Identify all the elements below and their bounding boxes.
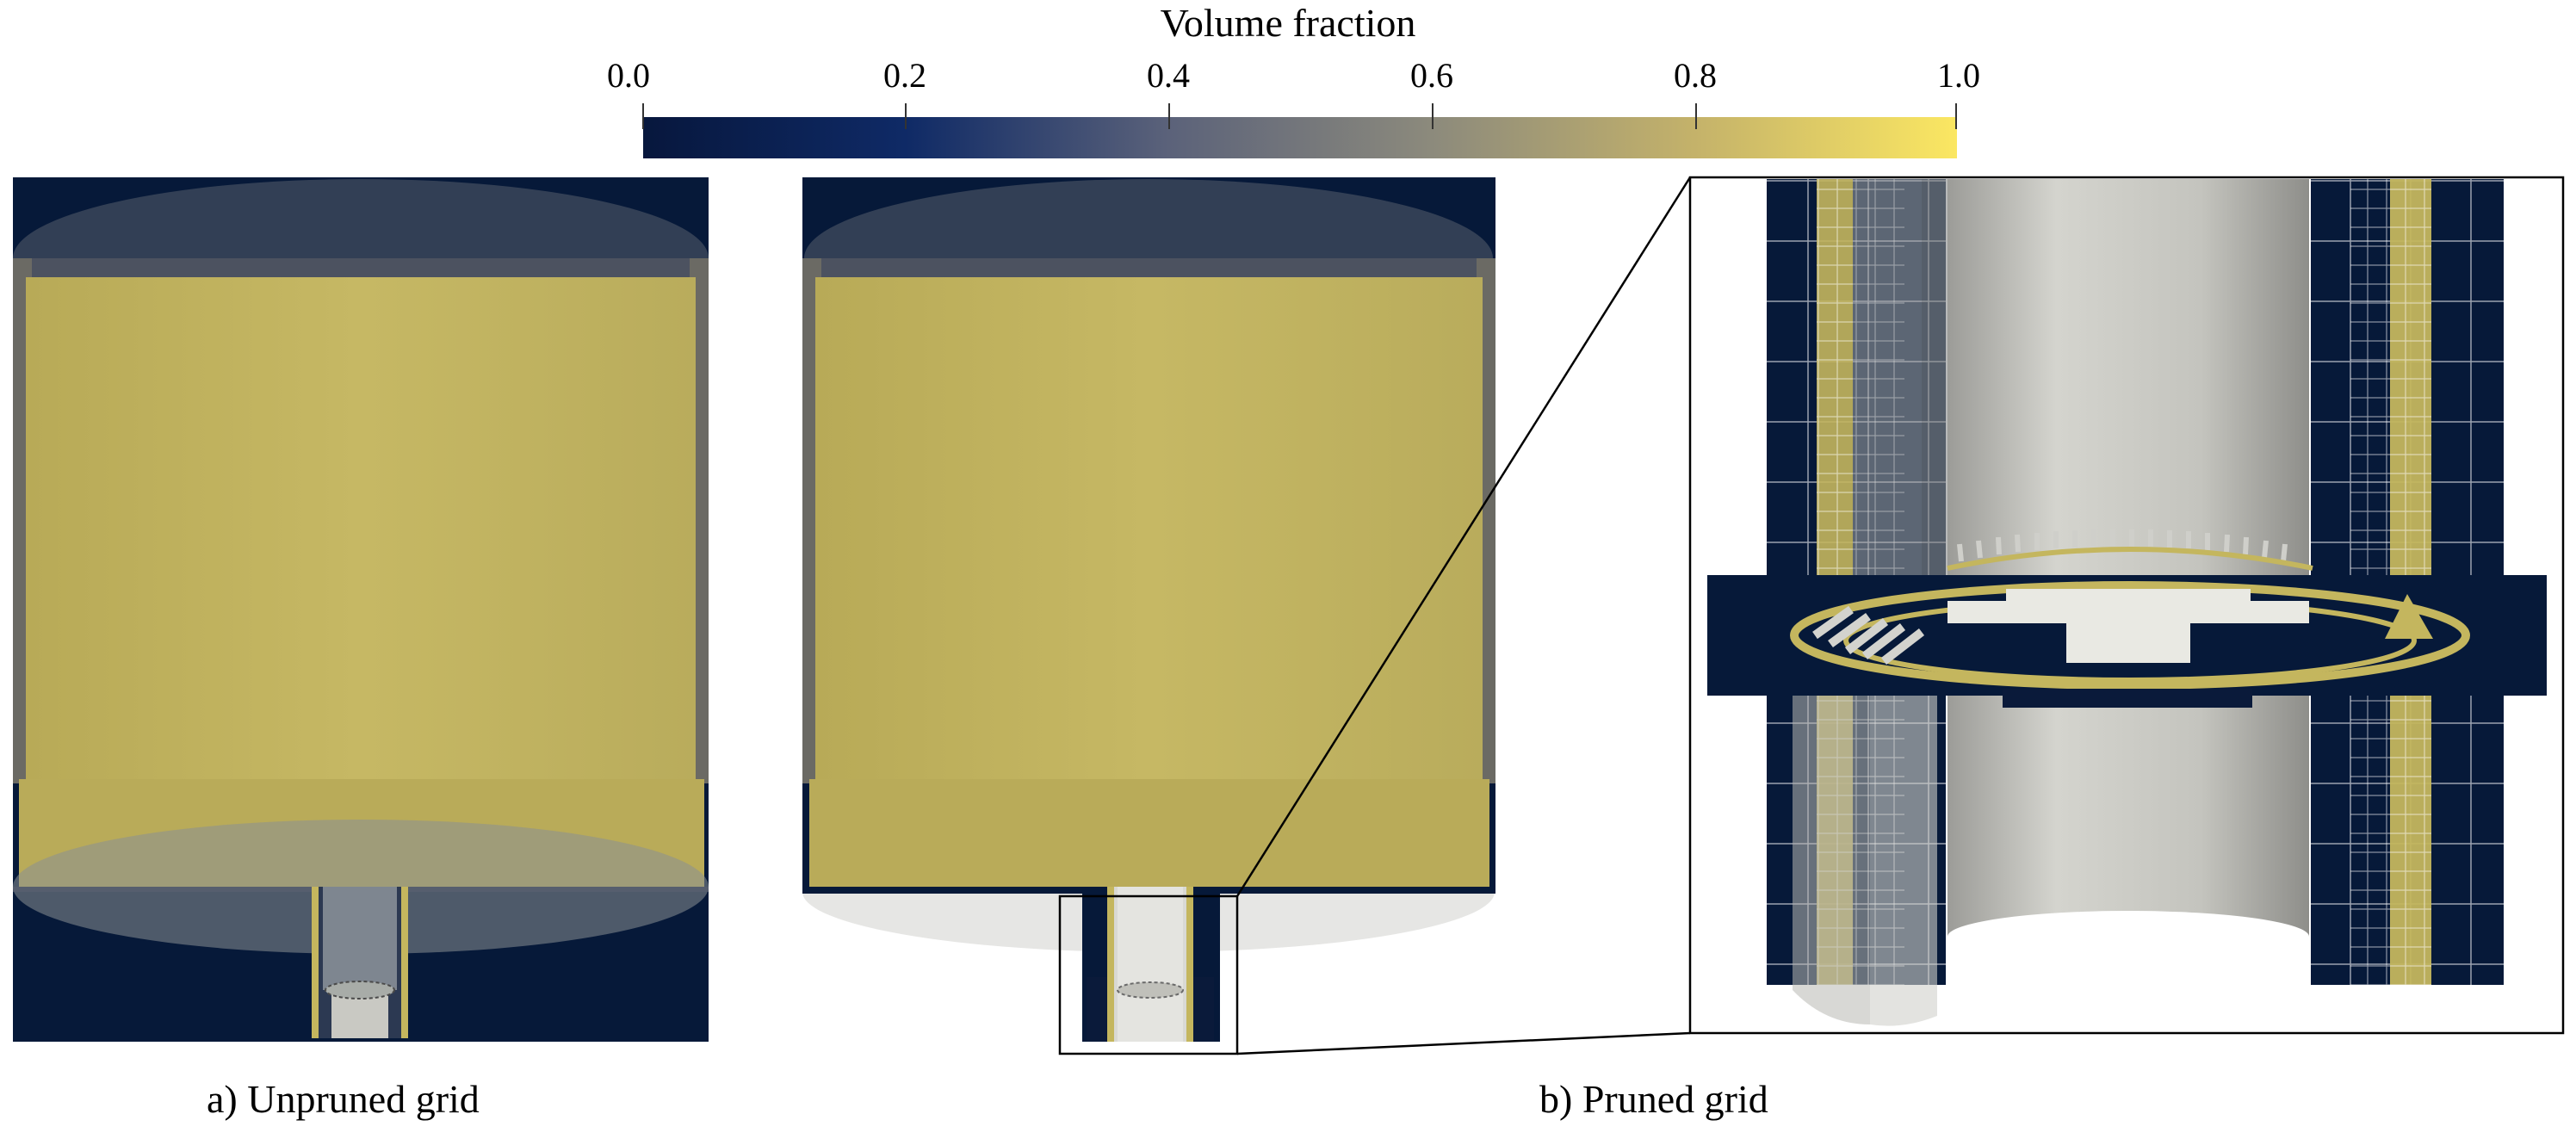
colorbar-tick-label: 0.4: [1147, 56, 1190, 95]
colorbar-tick-label: 1.0: [1937, 56, 1980, 95]
zoom-box: [1058, 894, 1239, 1055]
colorbar-tick-label: 0.8: [1674, 56, 1717, 95]
colorbar-tick: [1955, 103, 1957, 129]
panel-pruned: [802, 176, 1692, 1055]
panel-unpruned: [13, 177, 709, 1042]
colorbar-tick-label: 0.0: [607, 56, 650, 95]
colorbar-tick: [642, 103, 644, 129]
colorbar-tick: [1695, 103, 1697, 129]
colorbar-tick: [1168, 103, 1170, 129]
colorbar-tick: [1432, 103, 1434, 129]
zoom-inset: [1688, 176, 2565, 1035]
colorbar-tick: [905, 103, 907, 129]
colorbar-tick-label: 0.6: [1410, 56, 1453, 95]
colorbar-title: Volume fraction: [1160, 1, 1416, 45]
colorbar: [643, 117, 1957, 158]
caption-pruned: b) Pruned grid: [1539, 1077, 1768, 1121]
caption-unpruned: a) Unpruned grid: [207, 1077, 480, 1121]
colorbar-tick-label: 0.2: [883, 56, 926, 95]
